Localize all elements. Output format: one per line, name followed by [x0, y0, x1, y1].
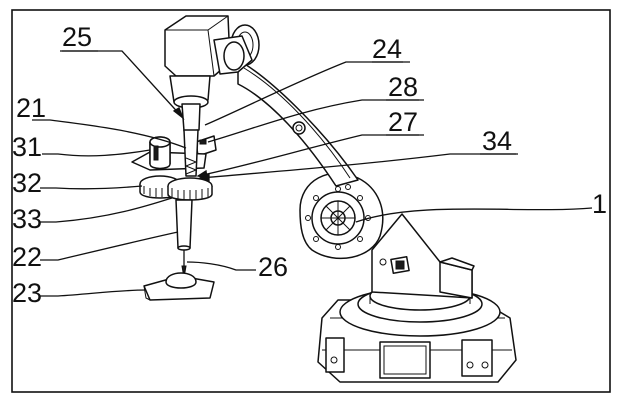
- figure-border: [11, 9, 611, 393]
- label-21: 21: [16, 93, 46, 123]
- robot-base: [317, 281, 517, 383]
- robot-arm-1: [299, 172, 475, 299]
- label-32: 32: [12, 168, 42, 198]
- leader-lines: [32, 50, 593, 297]
- label-31: 31: [12, 132, 42, 162]
- motor-block: [164, 15, 253, 132]
- label-underlines: [60, 50, 518, 155]
- label-34: 34: [482, 126, 512, 156]
- label-1: 1: [592, 189, 607, 219]
- label-27: 27: [388, 107, 418, 137]
- label-22: 22: [12, 242, 42, 272]
- label-28: 28: [388, 72, 418, 102]
- robot-arm-2: [230, 24, 359, 187]
- label-23: 23: [12, 278, 42, 308]
- spindle-assembly: [131, 129, 217, 301]
- label-25: 25: [62, 22, 92, 52]
- label-33: 33: [12, 204, 42, 234]
- label-26: 26: [258, 252, 288, 282]
- label-24: 24: [372, 34, 402, 64]
- reference-labels: 25 24 28 21 27 31 34 32 1 33 22 26 23: [12, 22, 607, 308]
